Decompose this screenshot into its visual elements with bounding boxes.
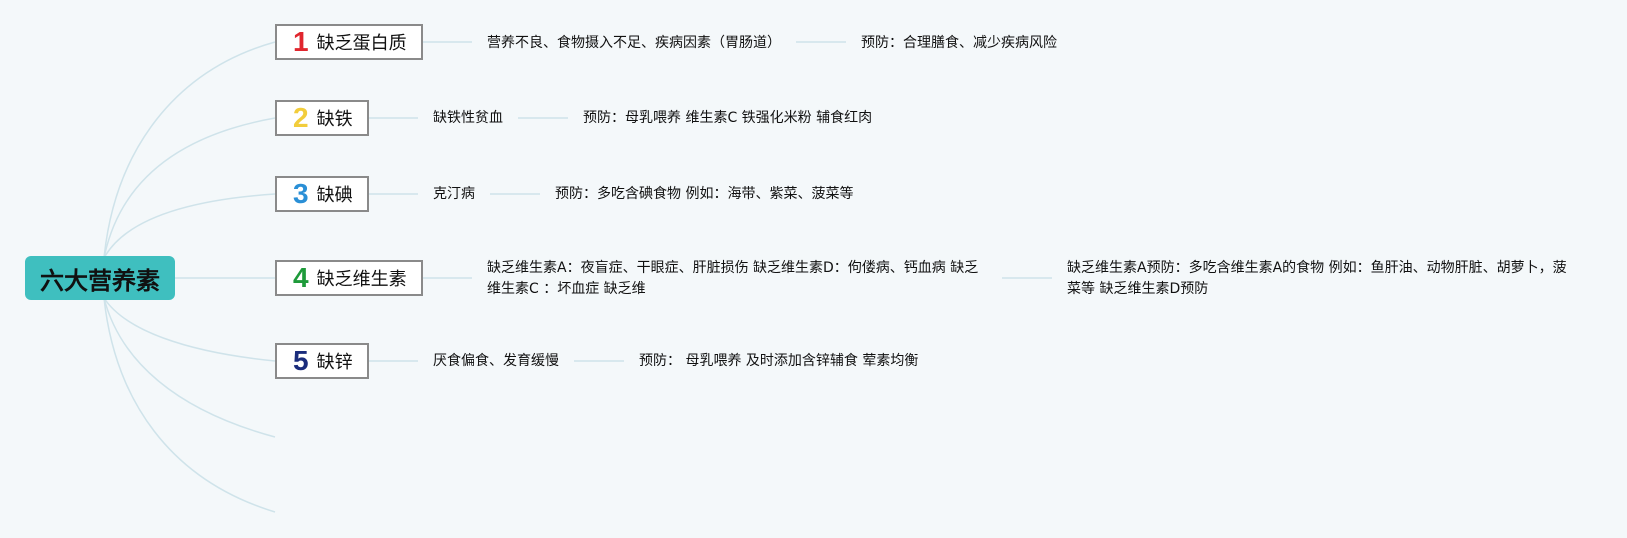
topic-iron-deficiency[interactable]: 2 缺铁: [275, 100, 369, 136]
topic-label-3: 缺碘: [316, 185, 353, 206]
topic-number-3: 3: [293, 178, 309, 209]
topic-protein-deficiency[interactable]: 1 缺乏蛋白质: [275, 24, 423, 60]
cause-node-1[interactable]: 营养不良、食物摄入不足、疾病因素（胃肠道）: [487, 35, 781, 51]
topic-zinc-deficiency[interactable]: 5 缺锌: [275, 343, 369, 379]
topic-label-4: 缺乏维生素: [316, 269, 407, 290]
topic-label-2: 缺铁: [316, 109, 353, 130]
branch-curve-1: [103, 41, 276, 259]
topic-number-2: 2: [293, 102, 309, 133]
topic-label-5: 缺锌: [316, 352, 353, 373]
cause-node-5[interactable]: 厌食偏食、发育缓慢: [433, 353, 559, 369]
prevention-node-3[interactable]: 预防：多吃含碘食物 例如：海带、紫菜、菠菜等: [555, 186, 854, 202]
prevention-node-5[interactable]: 预防： 母乳喂养 及时添加含锌辅食 荤素均衡: [639, 353, 919, 369]
prevention-node-4[interactable]: 缺乏维生素A预防：多吃含维生素A的食物 例如：鱼肝油、动物肝脏、胡萝卜，菠菜等 …: [1067, 260, 1567, 297]
branch-curve-7: [103, 297, 276, 513]
prevention-node-2[interactable]: 预防：母乳喂养 维生素C 铁强化米粉 辅食红肉: [583, 110, 873, 126]
topic-number-1: 1: [293, 26, 309, 57]
branch-curve-2: [103, 117, 276, 259]
branch-curve-5: [103, 297, 276, 362]
root-title: 六大营养素: [40, 266, 160, 295]
cause-node-2[interactable]: 缺铁性贫血: [433, 110, 503, 126]
topic-label-1: 缺乏蛋白质: [316, 33, 407, 54]
root-node[interactable]: 六大营养素: [25, 256, 175, 300]
topic-number-5: 5: [293, 345, 309, 376]
topic-iodine-deficiency[interactable]: 3 缺碘: [275, 176, 369, 212]
cause-node-4[interactable]: 缺乏维生素A：夜盲症、干眼症、肝脏损伤 缺乏维生素D：佝偻病、钙血病 缺乏维生素…: [487, 260, 979, 297]
branch-curve-6: [103, 297, 276, 438]
prevention-node-1[interactable]: 预防：合理膳食、减少疾病风险: [861, 35, 1057, 51]
branch-curve-3: [103, 193, 276, 259]
topic-number-4: 4: [293, 262, 309, 293]
cause-node-3[interactable]: 克汀病: [433, 186, 475, 202]
topic-vitamin-deficiency[interactable]: 4 缺乏维生素: [275, 260, 423, 296]
